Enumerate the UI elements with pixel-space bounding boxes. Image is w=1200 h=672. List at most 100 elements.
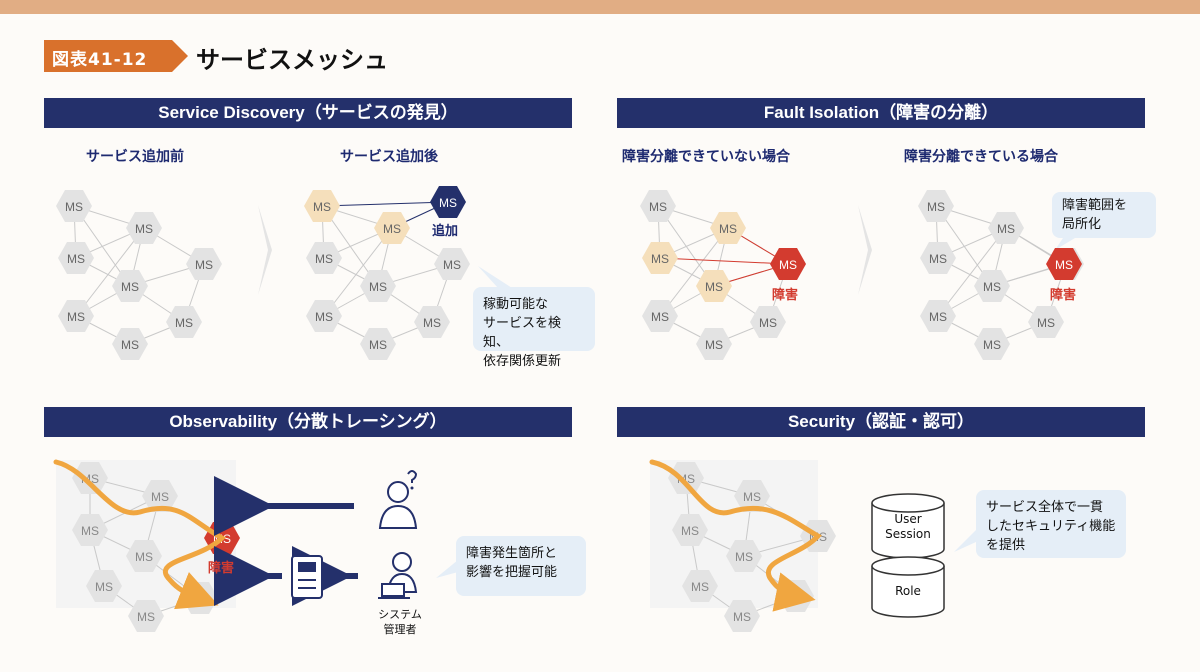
svg-text:MS: MS bbox=[705, 338, 723, 352]
ms-node: MS bbox=[920, 300, 956, 332]
subtitle-isolated: 障害分離できている場合 bbox=[904, 149, 1058, 165]
mesh-link bbox=[937, 227, 1007, 317]
ms-node: MS bbox=[672, 514, 708, 546]
svg-text:MS: MS bbox=[681, 524, 699, 538]
ms-node: MS bbox=[360, 328, 396, 360]
ms-node: MS bbox=[166, 306, 202, 338]
svg-text:MS: MS bbox=[195, 258, 213, 272]
ms-node: MS bbox=[988, 212, 1024, 244]
new-service-link bbox=[321, 201, 449, 207]
svg-text:MS: MS bbox=[175, 316, 193, 330]
admin-caption-line: 管理者 bbox=[383, 623, 417, 636]
svg-text:MS: MS bbox=[369, 338, 387, 352]
callout-line: 稼動可能な bbox=[483, 297, 549, 312]
ms-node: MS bbox=[126, 212, 162, 244]
ms-node: MS bbox=[974, 270, 1010, 302]
admin-caption: システム 管理者 bbox=[372, 607, 428, 637]
svg-text:MS: MS bbox=[779, 258, 797, 272]
ms-node: MS bbox=[642, 300, 678, 332]
svg-text:MS: MS bbox=[67, 252, 85, 266]
svg-text:MS: MS bbox=[733, 610, 751, 624]
ms-node: MS bbox=[918, 190, 954, 222]
device-icon bbox=[291, 555, 323, 599]
ms-node: MS bbox=[710, 212, 746, 244]
svg-text:MS: MS bbox=[121, 280, 139, 294]
svg-text:MS: MS bbox=[1037, 316, 1055, 330]
added-label: 追加 bbox=[432, 224, 459, 239]
ms-node: MS bbox=[112, 328, 148, 360]
svg-text:MS: MS bbox=[929, 310, 947, 324]
isolation-callout: 障害範囲を 局所化 bbox=[1052, 192, 1156, 238]
callout-line: したセキュリティ機能 bbox=[986, 519, 1116, 534]
ms-node: MS bbox=[306, 242, 342, 274]
ms-node: MS bbox=[306, 300, 342, 332]
figure-label: 図表41-12 bbox=[44, 40, 188, 72]
svg-text:MS: MS bbox=[997, 222, 1015, 236]
ms-node: MS bbox=[750, 306, 786, 338]
svg-text:MS: MS bbox=[1055, 258, 1073, 272]
page-title: サービスメッシュ bbox=[196, 46, 388, 74]
svg-text:MS: MS bbox=[719, 222, 737, 236]
svg-text:MS: MS bbox=[151, 490, 169, 504]
svg-text:MS: MS bbox=[443, 258, 461, 272]
discovery-callout: 稼動可能な サービスを検知、 依存関係更新 bbox=[473, 287, 595, 369]
observability-callout: 障害発生箇所と 影響を把握可能 bbox=[456, 536, 586, 596]
ms-node: MS bbox=[696, 270, 732, 302]
svg-text:MS: MS bbox=[315, 310, 333, 324]
trace-path bbox=[649, 459, 822, 612]
security-header: Security（認証・認可） bbox=[617, 407, 1145, 437]
svg-text:MS: MS bbox=[369, 280, 387, 294]
ms-node: MS bbox=[128, 600, 164, 632]
callout-line: を提供 bbox=[986, 538, 1026, 553]
svg-text:MS: MS bbox=[743, 490, 761, 504]
admin-laptop-icon bbox=[378, 552, 418, 599]
ms-node: MS bbox=[724, 600, 760, 632]
ms-node: MS bbox=[304, 190, 340, 222]
subtitle-after: サービス追加後 bbox=[340, 149, 438, 165]
ms-node: MS bbox=[112, 270, 148, 302]
ms-node: MS bbox=[642, 242, 678, 274]
callout-line: 障害発生箇所と bbox=[466, 546, 558, 561]
svg-text:MS: MS bbox=[65, 200, 83, 214]
new-ms-node: MS bbox=[430, 186, 466, 218]
callout-line: 障害範囲を bbox=[1062, 198, 1128, 213]
fault-isolation-header: Fault Isolation（障害の分離） bbox=[617, 98, 1145, 128]
svg-text:MS: MS bbox=[135, 550, 153, 564]
ms-node: MS bbox=[86, 570, 122, 602]
ms-node: MS bbox=[186, 248, 222, 280]
ms-node: MS bbox=[640, 190, 676, 222]
svg-text:MS: MS bbox=[439, 196, 457, 210]
ms-node: MS bbox=[1028, 306, 1064, 338]
svg-text:MS: MS bbox=[759, 316, 777, 330]
svg-text:MS: MS bbox=[983, 280, 1001, 294]
svg-text:MS: MS bbox=[315, 252, 333, 266]
person-question-icon bbox=[378, 470, 418, 529]
ms-node: MS bbox=[726, 540, 762, 572]
ms-node: MS bbox=[974, 328, 1010, 360]
ms-node: MS bbox=[126, 540, 162, 572]
svg-text:MS: MS bbox=[67, 310, 85, 324]
security-callout: サービス全体で一貫 したセキュリティ機能 を提供 bbox=[976, 490, 1126, 558]
ms-node: MS bbox=[414, 306, 450, 338]
svg-text:MS: MS bbox=[121, 338, 139, 352]
svg-text:MS: MS bbox=[81, 524, 99, 538]
callout-line: 局所化 bbox=[1062, 217, 1102, 232]
observability-header: Observability（分散トレーシング） bbox=[44, 407, 572, 437]
svg-text:MS: MS bbox=[649, 200, 667, 214]
svg-text:MS: MS bbox=[423, 316, 441, 330]
svg-text:MS: MS bbox=[927, 200, 945, 214]
chevron-separator-1 bbox=[258, 205, 272, 295]
db-role-label: Role bbox=[895, 584, 921, 598]
svg-text:MS: MS bbox=[383, 222, 401, 236]
mesh-link bbox=[659, 227, 729, 317]
fault-label-isolated: 障害 bbox=[1050, 288, 1077, 303]
svg-text:MS: MS bbox=[313, 200, 331, 214]
role-db-icon bbox=[871, 556, 945, 618]
ms-node: MS bbox=[682, 570, 718, 602]
fault-label-not-isolated: 障害 bbox=[772, 288, 799, 303]
ms-node: MS bbox=[920, 242, 956, 274]
callout-line: サービスを検知、 bbox=[483, 316, 562, 350]
svg-text:MS: MS bbox=[651, 310, 669, 324]
svg-text:MS: MS bbox=[135, 222, 153, 236]
